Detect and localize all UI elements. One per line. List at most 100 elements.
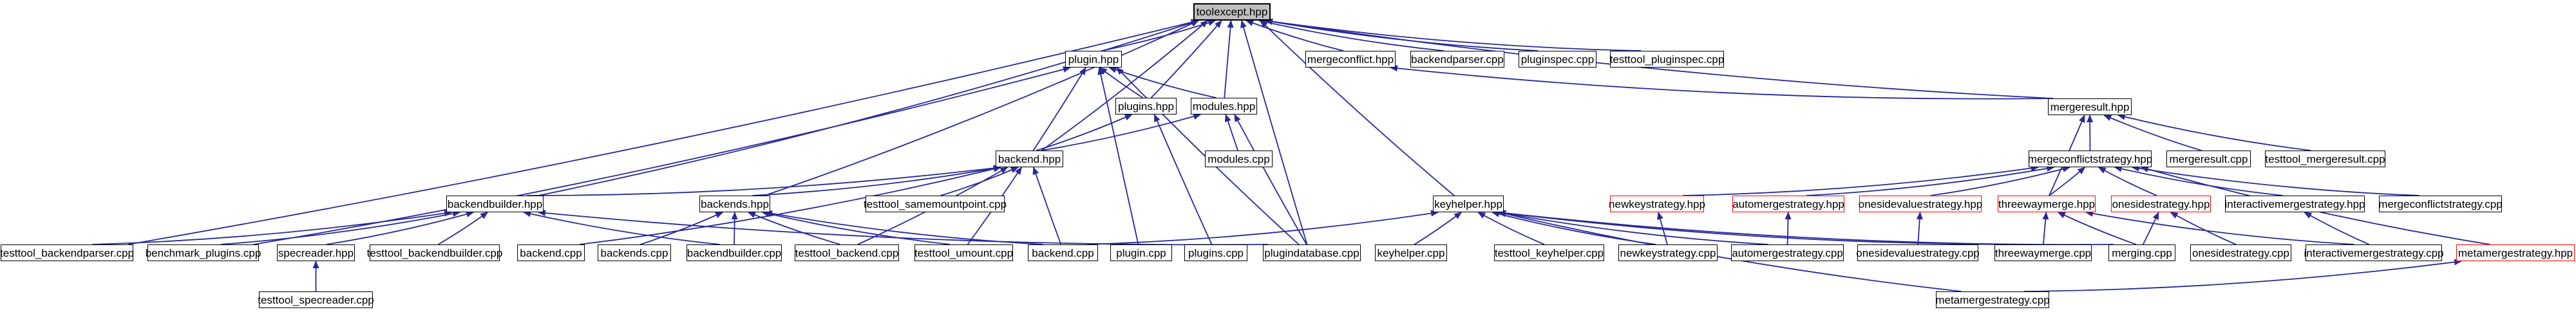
- graph-node-interactivemergestrategy-cpp[interactable]: interactivemergestrategy.cpp: [2304, 244, 2444, 261]
- graph-node-mergeresult-hpp[interactable]: mergeresult.hpp: [2048, 98, 2132, 115]
- graph-node-onesidevaluestrategy-hpp[interactable]: onesidevaluestrategy.hpp: [1859, 196, 1982, 212]
- graph-node-automergestrategy-hpp[interactable]: automergestrategy.hpp: [1732, 196, 1844, 212]
- graph-node-newkeystrategy-hpp[interactable]: newkeystrategy.hpp: [1609, 196, 1705, 212]
- include-edge: [1477, 212, 1545, 245]
- include-edge: [1498, 210, 2114, 246]
- include-edge: [2057, 212, 2137, 245]
- graph-node-backends-hpp[interactable]: backends.hpp: [699, 196, 770, 212]
- include-edge: [1087, 210, 1439, 245]
- include-edge: [1806, 165, 2055, 196]
- graph-node-backend-cpp[interactable]: backend.cpp: [517, 244, 585, 261]
- graph-node-testtool-keyhelper-cpp[interactable]: testtool_keyhelper.cpp: [1494, 244, 1604, 261]
- graph-node-plugin-hpp[interactable]: plugin.hpp: [1065, 51, 1122, 68]
- include-edge: [2131, 165, 2420, 196]
- include-edge: [731, 212, 738, 245]
- include-edge: [940, 167, 1019, 196]
- include-edge: [128, 19, 1199, 245]
- include-edge: [1234, 114, 1307, 245]
- graph-node-testtool-backendbuilder-cpp[interactable]: testtool_backendbuilder.cpp: [367, 244, 502, 261]
- graph-node-testtool-specreader-cpp[interactable]: testtool_specreader.cpp: [258, 291, 374, 308]
- graph-node-benchmark-plugins-cpp[interactable]: benchmark_plugins.cpp: [146, 244, 261, 261]
- include-edge: [1258, 19, 1444, 51]
- include-edge: [1260, 20, 1455, 196]
- include-edge: [1930, 165, 2070, 196]
- graph-node-plugin-cpp[interactable]: plugin.cpp: [1110, 244, 1172, 261]
- graph-node-merging-cpp[interactable]: merging.cpp: [2108, 244, 2175, 261]
- include-edge: [1240, 20, 1308, 245]
- include-edge: [1492, 210, 1656, 245]
- include-edge: [527, 165, 1001, 196]
- include-edge: [1032, 167, 1062, 245]
- graph-node-keyhelper-hpp[interactable]: keyhelper.hpp: [1433, 196, 1504, 212]
- graph-node-automergestrategy-cpp[interactable]: automergestrategy.cpp: [1731, 244, 1844, 261]
- graph-node-modules-cpp[interactable]: modules.cpp: [1205, 151, 1273, 167]
- graph-node-interactivemergestrategy-hpp[interactable]: interactivemergestrategy.hpp: [2225, 196, 2365, 212]
- graph-node-keyhelper-cpp[interactable]: keyhelper.cpp: [1375, 244, 1447, 261]
- graph-node-backend-hpp[interactable]: backend.hpp: [996, 151, 1063, 167]
- graph-node-threewaymerge-hpp[interactable]: threewaymerge.hpp: [1998, 196, 2096, 212]
- graph-node-pluginspec-cpp[interactable]: pluginspec.cpp: [1519, 51, 1596, 68]
- include-edge: [2117, 113, 2311, 151]
- graph-node-plugindatabase-cpp[interactable]: plugindatabase.cpp: [1263, 244, 1361, 261]
- include-edge: [523, 210, 720, 245]
- graph-node-testtool-umount-cpp[interactable]: testtool_umount.cpp: [914, 244, 1013, 261]
- graph-node-onesidestrategy-hpp[interactable]: onesidestrategy.hpp: [2111, 196, 2211, 212]
- include-edge: [1153, 114, 1213, 245]
- graph-node-backendbuilder-hpp[interactable]: backendbuilder.hpp: [446, 196, 544, 212]
- include-edge: [2170, 212, 2237, 245]
- include-edge: [327, 211, 475, 245]
- include-edge: [1099, 67, 1144, 98]
- graph-node-plugins-hpp[interactable]: plugins.hpp: [1115, 98, 1177, 115]
- include-edge: [2023, 259, 2462, 292]
- graph-node-onesidestrategy-cpp[interactable]: onesidestrategy.cpp: [2190, 244, 2291, 261]
- graph-node-backend-cpp[interactable]: backend.cpp: [1028, 244, 1098, 261]
- include-edge: [764, 20, 1199, 196]
- graph-node-testtool-mergeresult-cpp[interactable]: testtool_mergeresult.cpp: [2265, 151, 2385, 167]
- include-edge: [2098, 167, 2157, 196]
- graph-node-toolexcept-hpp[interactable]: toolexcept.hpp: [1193, 3, 1271, 21]
- graph-node-threewaymerge-cpp[interactable]: threewaymerge.cpp: [1994, 244, 2092, 261]
- include-edge: [1150, 20, 1222, 98]
- graph-node-mergeresult-cpp[interactable]: mergeresult.cpp: [2166, 151, 2251, 167]
- graph-node-testtool-pluginspec-cpp[interactable]: testtool_pluginspec.cpp: [1610, 51, 1724, 68]
- include-edge: [1414, 212, 1463, 245]
- graph-node-testtool-samemountpoint-cpp[interactable]: testtool_samemountpoint.cpp: [864, 196, 1007, 212]
- graph-node-specreader-hpp[interactable]: specreader.hpp: [277, 244, 355, 261]
- include-edge: [1041, 20, 1209, 151]
- graph-node-newkeystrategy-cpp[interactable]: newkeystrategy.cpp: [1618, 244, 1718, 261]
- graph-node-modules-hpp[interactable]: modules.hpp: [1191, 98, 1257, 115]
- include-edge: [2114, 165, 2283, 196]
- include-edge: [1657, 212, 1668, 245]
- include-edge: [220, 210, 461, 245]
- include-edge: [640, 212, 724, 245]
- include-edge: [253, 66, 1071, 245]
- include-edge: [92, 210, 452, 245]
- graph-node-backendbuilder-cpp[interactable]: backendbuilder.cpp: [687, 244, 782, 261]
- include-edge: [752, 165, 1001, 196]
- graph-node-plugins-cpp[interactable]: plugins.cpp: [1184, 244, 1247, 261]
- include-edge: [747, 212, 840, 245]
- include-edge: [538, 210, 1269, 246]
- include-edge: [2049, 167, 2086, 196]
- include-edge: [1265, 18, 1539, 51]
- graph-node-onesidevaluestrategy-cpp[interactable]: onesidevaluestrategy.cpp: [1856, 244, 1980, 261]
- graph-node-backends-cpp[interactable]: backends.cpp: [598, 244, 671, 261]
- include-edge: [2103, 115, 2202, 151]
- include-edge: [1498, 210, 2009, 245]
- include-edge: [1683, 165, 2039, 196]
- include-edge: [1224, 20, 1234, 98]
- include-edge: [1036, 114, 1133, 151]
- graph-node-mergeconflictstrategy-hpp[interactable]: mergeconflictstrategy.hpp: [2028, 151, 2152, 167]
- include-edge: [438, 212, 489, 245]
- include-edge: [579, 165, 1001, 245]
- include-edge: [1390, 65, 2054, 100]
- graph-node-testtool-backendparser-cpp[interactable]: testtool_backendparser.cpp: [0, 244, 134, 261]
- graph-node-metamergestrategy-cpp[interactable]: metamergestrategy.cpp: [1935, 291, 2050, 308]
- graph-node-testtool-backend-cpp[interactable]: testtool_backend.cpp: [795, 244, 899, 261]
- graph-node-mergeconflict-hpp[interactable]: mergeconflict.hpp: [1305, 51, 1396, 68]
- graph-node-mergeconflictstrategy-cpp[interactable]: mergeconflictstrategy.cpp: [2378, 196, 2503, 212]
- graph-node-backendparser-cpp[interactable]: backendparser.cpp: [1410, 51, 1504, 68]
- graph-node-metamergestrategy-hpp[interactable]: metamergestrategy.hpp: [2456, 244, 2575, 261]
- include-edge: [2304, 212, 2370, 245]
